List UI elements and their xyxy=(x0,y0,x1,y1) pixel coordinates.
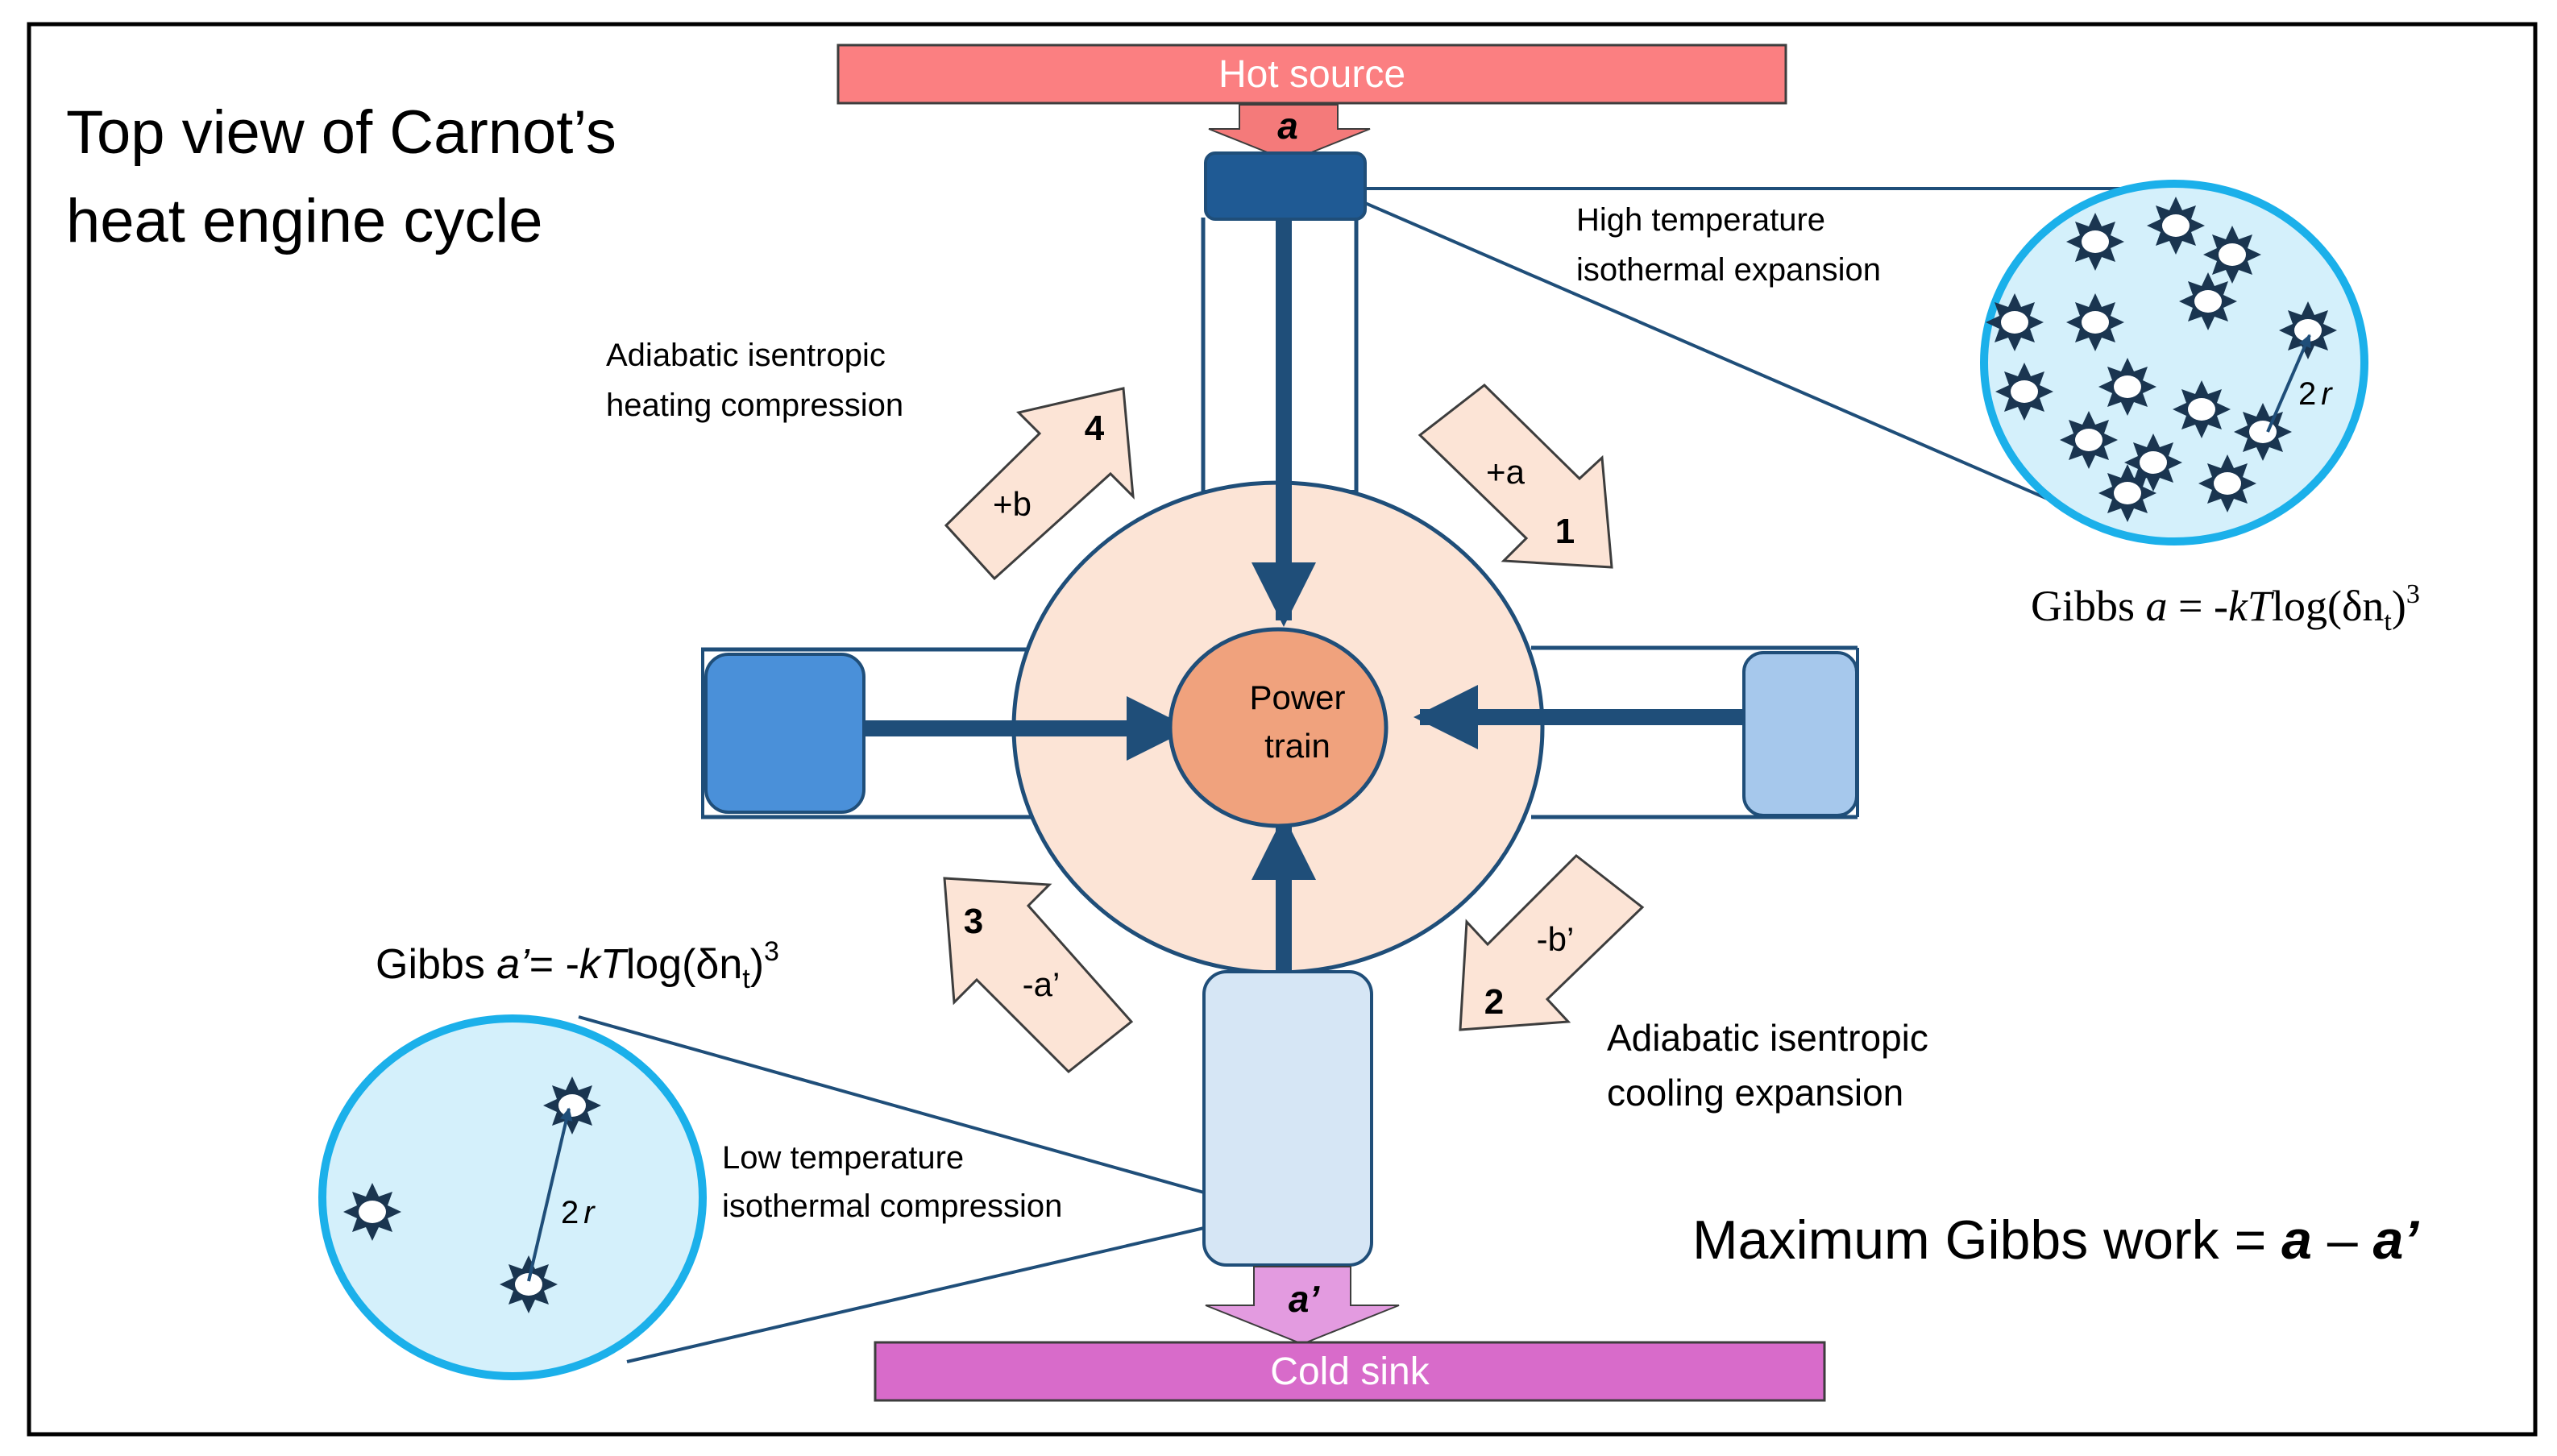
cold-molecules-bubble xyxy=(318,1014,707,1380)
page-border xyxy=(27,22,2538,1437)
adiabatic-heating-label-line1: Adiabatic isentropic xyxy=(606,338,886,373)
hot-source-label: Hot source xyxy=(1218,53,1405,96)
stage-3-change: -a’ xyxy=(1023,965,1061,1003)
stage-2-change: -b’ xyxy=(1537,920,1575,958)
power-train-label-line1: Power xyxy=(1249,678,1345,716)
cold-isothermal-label-line1: Low temperature xyxy=(722,1140,964,1176)
gibbs-cold-formula: Gibbs a’= -kTlog(δnt)3 xyxy=(376,936,779,994)
max-gibbs-work: Maximum Gibbs work = a – a’ xyxy=(1692,1209,2419,1271)
cold-zoom-line-bottom xyxy=(626,1226,1205,1363)
right-piston xyxy=(1742,651,1858,817)
cold-isothermal-label-line2: isothermal compression xyxy=(722,1188,1062,1224)
stage-2-number: 2 xyxy=(1484,982,1504,1022)
hot-piston xyxy=(1204,151,1367,221)
stage-1-number: 1 xyxy=(1555,512,1575,551)
hot-source-bar xyxy=(836,44,1787,105)
stage-1-change: +a xyxy=(1486,453,1525,491)
cold-piston xyxy=(1202,970,1373,1267)
hot-zoom-line-bottom xyxy=(1364,201,2106,525)
cold-zoom-line-top xyxy=(578,1015,1205,1194)
adiabatic-heating-label-line2: heating compression xyxy=(606,388,903,423)
power-train xyxy=(1168,627,1389,828)
gibbs-hot-formula: Gibbs a = -kTlog(δnt)3 xyxy=(2031,579,2420,637)
cold-sink-label: Cold sink xyxy=(1270,1350,1430,1393)
hot-heat-arrow xyxy=(1208,104,1371,163)
hot-heat-arrow-label: a xyxy=(1277,105,1298,147)
stage-2-arrow: -b’ 2 xyxy=(1459,854,1645,1031)
hot-isothermal-label-line2: isothermal expansion xyxy=(1576,252,1881,288)
stage-3-arrow: 3 -a’ xyxy=(943,877,1134,1074)
stage-1-arrow: +a 1 xyxy=(1418,384,1613,569)
hot-isothermal-label-line1: High temperature xyxy=(1576,202,1825,238)
cold-heat-arrow-label: a’ xyxy=(1289,1278,1321,1320)
cold-heat-arrow xyxy=(1205,1266,1400,1346)
adiabatic-cooling-label-line2: cooling expansion xyxy=(1607,1072,1903,1114)
stage-4-number: 4 xyxy=(1085,409,1105,448)
left-piston xyxy=(704,653,865,814)
power-train-label-line2: train xyxy=(1264,727,1330,765)
cold-radius-line xyxy=(527,1107,573,1282)
stage-4-change: +b xyxy=(993,485,1032,523)
hot-radius-line xyxy=(2266,334,2311,433)
stage-4-arrow: 4 +b xyxy=(944,387,1135,581)
adiabatic-cooling-label-line1: Adiabatic isentropic xyxy=(1607,1017,1928,1059)
cold-sink-bar xyxy=(874,1341,1826,1402)
diagram-title-line2: heat engine cycle xyxy=(66,187,543,255)
stage-3-number: 3 xyxy=(964,902,983,941)
diagram-title-line1: Top view of Carnot’s xyxy=(66,98,616,167)
